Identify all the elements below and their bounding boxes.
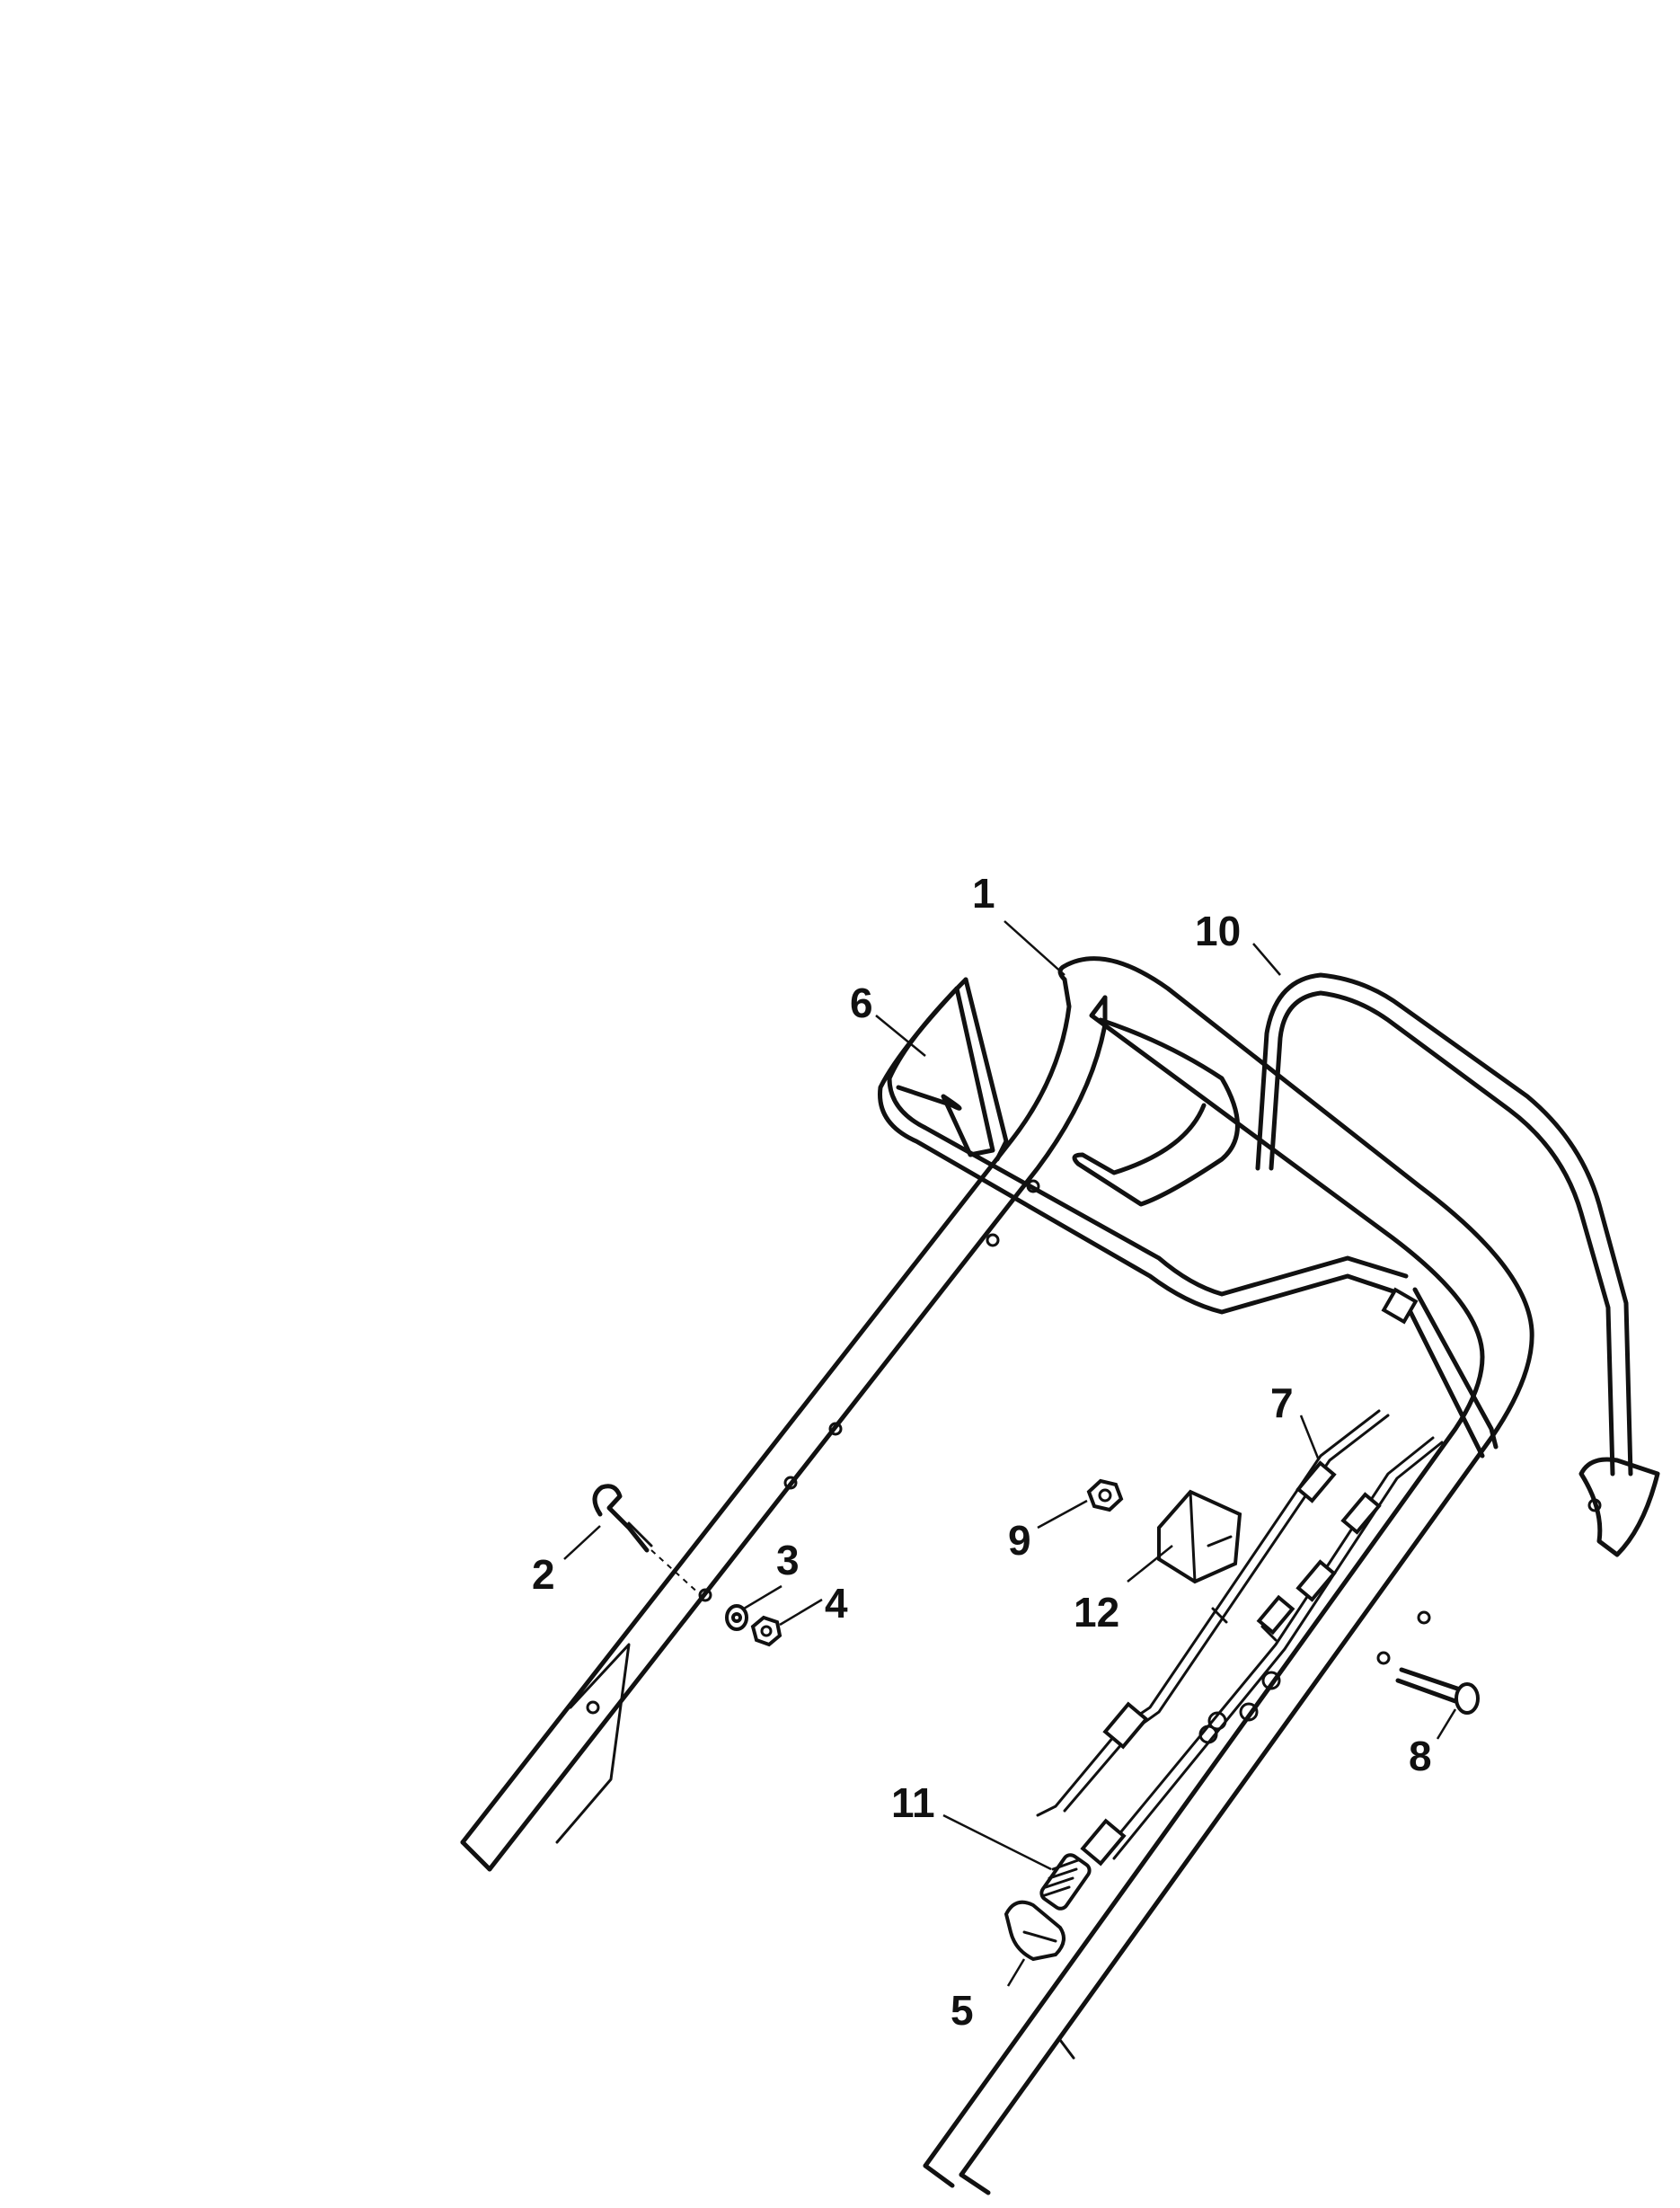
handle-tube [460, 956, 1534, 2195]
callout-5: 5 [951, 1987, 974, 2034]
nut [750, 1615, 783, 1647]
callout-1: 1 [972, 870, 995, 917]
drive-lever-bar [1255, 972, 1660, 1557]
callout-11: 11 [891, 1779, 935, 1826]
cable-clip [1157, 1489, 1242, 1584]
hook-bolt [592, 1484, 702, 1596]
cable-clamp [1004, 1900, 1065, 1962]
leader-lines [563, 920, 1457, 1987]
washer [725, 1604, 748, 1631]
callout-8: 8 [1409, 1733, 1432, 1779]
callout-2: 2 [532, 1551, 555, 1598]
bolt [1395, 1667, 1480, 1715]
callout-10: 10 [1195, 908, 1241, 954]
callout-12: 12 [1074, 1589, 1119, 1636]
nut-9 [1086, 1478, 1124, 1512]
callout-6: 6 [850, 980, 873, 1026]
callout-3: 3 [776, 1537, 800, 1583]
callout-9: 9 [1008, 1517, 1031, 1564]
callout-4: 4 [825, 1580, 848, 1627]
spring [1039, 1853, 1092, 1911]
callout-7: 7 [1270, 1379, 1294, 1426]
bail-bar [878, 977, 1499, 1459]
control-cables [1036, 1409, 1444, 1867]
